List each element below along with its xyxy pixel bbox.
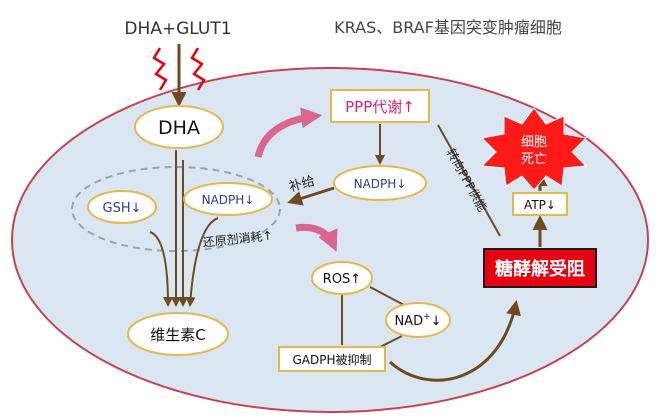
to-ppp-pink-arrow xyxy=(254,107,323,158)
supply-arrow xyxy=(287,186,335,206)
dha-node xyxy=(134,105,224,149)
nadph-to-vitc-arrow xyxy=(185,217,219,307)
gsh-node xyxy=(87,190,157,224)
reduction-label: 还原剂消耗↑ xyxy=(202,227,273,249)
transport-zigzag-left xyxy=(152,47,168,91)
nad-prefix: NAD xyxy=(394,314,423,329)
nad-superscript: + xyxy=(423,312,431,322)
glycolysis-box xyxy=(483,248,597,288)
nad-suffix: ↓ xyxy=(431,314,442,329)
cell-death-line1: 细胞 xyxy=(521,135,547,150)
vitamin-c-node xyxy=(127,312,229,356)
ros-node xyxy=(311,261,373,295)
gadph-box-label: GADPH被抑制 xyxy=(292,352,371,367)
gsh-to-vitc-arrow xyxy=(149,231,173,307)
dha-glut1-label: DHA+GLUT1 xyxy=(124,19,231,39)
atp-box xyxy=(512,192,568,216)
ros-nad-link xyxy=(369,286,405,306)
cell-death-burst xyxy=(480,107,588,191)
nadph-ppp-node xyxy=(333,165,427,201)
nad-node-label: NAD+↓ xyxy=(394,312,441,329)
vitamin-c-node-label: 维生素C xyxy=(150,326,205,344)
gadph-box xyxy=(278,346,386,372)
nad-gadph-link xyxy=(379,335,403,348)
nadph-inner-node-label: NADPH↓ xyxy=(202,193,255,207)
ppp-box-label: PPP代谢↑ xyxy=(345,98,415,116)
gadph-to-glycolysis-arrow xyxy=(388,300,521,382)
nad-node xyxy=(385,302,451,338)
supply-label: 补给 xyxy=(288,174,317,195)
transport-zigzag-right xyxy=(190,47,206,91)
glycolysis-box-label: 糖酵解受阻 xyxy=(495,258,585,280)
to-ros-pink-arrow xyxy=(295,223,338,252)
cell-type-label: KRAS、BRAF基因突变肿瘤细胞 xyxy=(334,18,562,37)
cell-death-line2: 死亡 xyxy=(521,152,547,167)
nadph-ppp-node-label: NADPH↓ xyxy=(354,177,407,191)
atp-box-label: ATP↓ xyxy=(524,198,556,212)
antioxidant-pool xyxy=(71,166,281,252)
ros-node-label: ROS↑ xyxy=(323,272,361,287)
gsh-node-label: GSH↓ xyxy=(103,201,142,216)
ppp-box xyxy=(330,89,430,123)
shift-ppp-link xyxy=(437,124,501,237)
dha-node-label: DHA xyxy=(158,117,200,139)
nadph-inner-node xyxy=(183,182,273,216)
